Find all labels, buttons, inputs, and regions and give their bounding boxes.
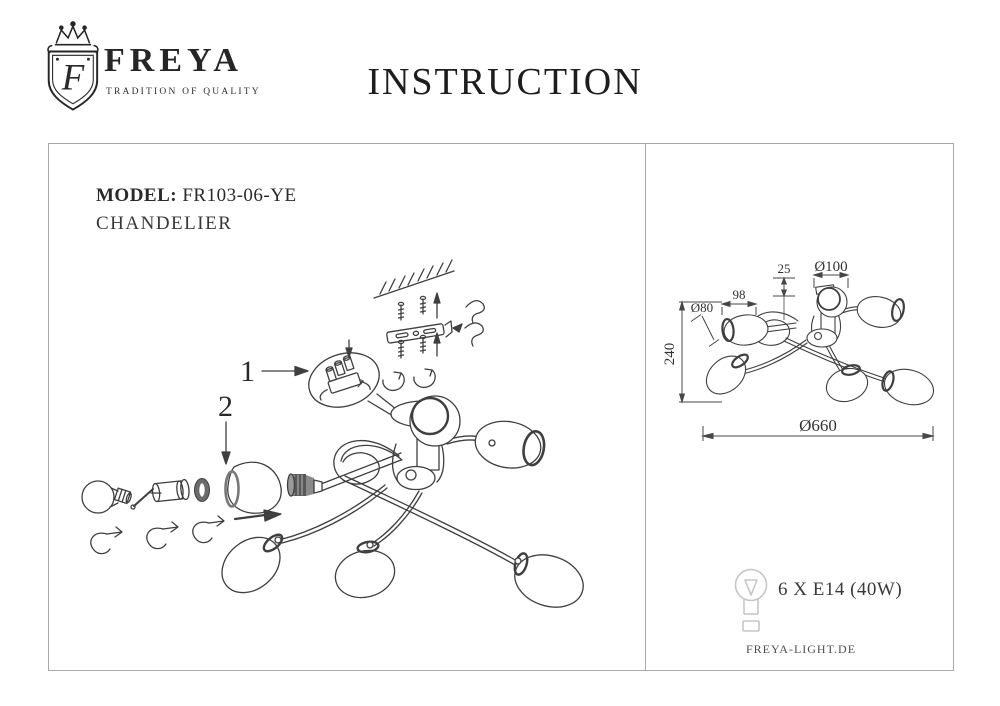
crown-icon (47, 21, 99, 54)
chandelier-drawing (221, 395, 584, 608)
page-title: INSTRUCTION (367, 61, 643, 103)
small-arrow-icon (452, 323, 463, 333)
assembly-diagram: 1 2 (81, 259, 584, 608)
rotate-hook-icon (146, 521, 179, 550)
dim-shade-top-diameter: Ø100 (814, 259, 847, 275)
callout-1 (261, 365, 309, 377)
rotate-hook-icon (90, 526, 123, 555)
threaded-socket (286, 452, 402, 497)
dim-canopy-offset: 25 (778, 261, 791, 276)
dim-total-diameter: Ø660 (799, 416, 837, 435)
fixing-ring (194, 478, 210, 502)
screw-icon (419, 334, 427, 354)
brand-name: FREYA (104, 42, 243, 79)
dim-height: 240 (662, 343, 678, 366)
rotate-hook-icon (192, 515, 225, 544)
arrow-up-icon (433, 292, 441, 319)
model-label: MODEL: (96, 185, 178, 206)
screw-icon (397, 339, 405, 359)
website-text: FREYA-LIGHT.DE (745, 642, 857, 656)
screw-icon (397, 301, 405, 321)
socket-tube (151, 478, 190, 503)
logo-monogram: F (61, 56, 85, 97)
dimensions-panel: Ø100 25 98 Ø80 240 Ø660 6 X E14 (40W) FR… (645, 143, 954, 671)
shield-icon: F (47, 21, 99, 111)
ceiling-hatch-icon (373, 259, 455, 299)
terminal-block-detail (308, 339, 412, 426)
arrow-up-icon (433, 332, 441, 357)
light-bulb (81, 480, 132, 514)
hook-icon (413, 368, 436, 389)
dim-shade-length: 98 (733, 287, 746, 302)
callout-2 (221, 421, 231, 465)
callout-1-label: 1 (240, 355, 255, 388)
hook-icon (382, 371, 405, 392)
callout-2-label: 2 (218, 390, 233, 423)
assembly-panel: MODEL: FR103-06-YE CHANDELIER (48, 143, 646, 671)
model-block: MODEL: FR103-06-YE CHANDELIER (96, 182, 297, 237)
bulb-icon (734, 568, 768, 632)
model-number: FR103-06-YE (177, 185, 297, 206)
content-panels: MODEL: FR103-06-YE CHANDELIER (48, 143, 954, 671)
brand-tagline: TRADITION OF QUALITY (106, 87, 261, 97)
chandelier-top-view (705, 284, 935, 406)
direction-arrow-icon (233, 509, 282, 522)
fixing-pin (130, 488, 162, 510)
wire-hook-icon (464, 300, 485, 347)
dim-shade-diameter: Ø80 (691, 300, 713, 315)
model-line: MODEL: FR103-06-YE (96, 182, 297, 210)
dimension-drawing: Ø100 25 98 Ø80 240 Ø660 (662, 259, 935, 632)
dimension-lines (678, 271, 935, 441)
bulb-spec-text: 6 X E14 (40W) (778, 579, 903, 600)
screw-icon (419, 295, 427, 315)
mounting-bracket (386, 323, 445, 344)
glass-shade (224, 461, 282, 514)
bracket-flange (444, 320, 453, 338)
freya-logo: F FREYA TRADITION OF QUALITY (40, 16, 360, 116)
product-type: CHANDELIER (96, 212, 233, 234)
